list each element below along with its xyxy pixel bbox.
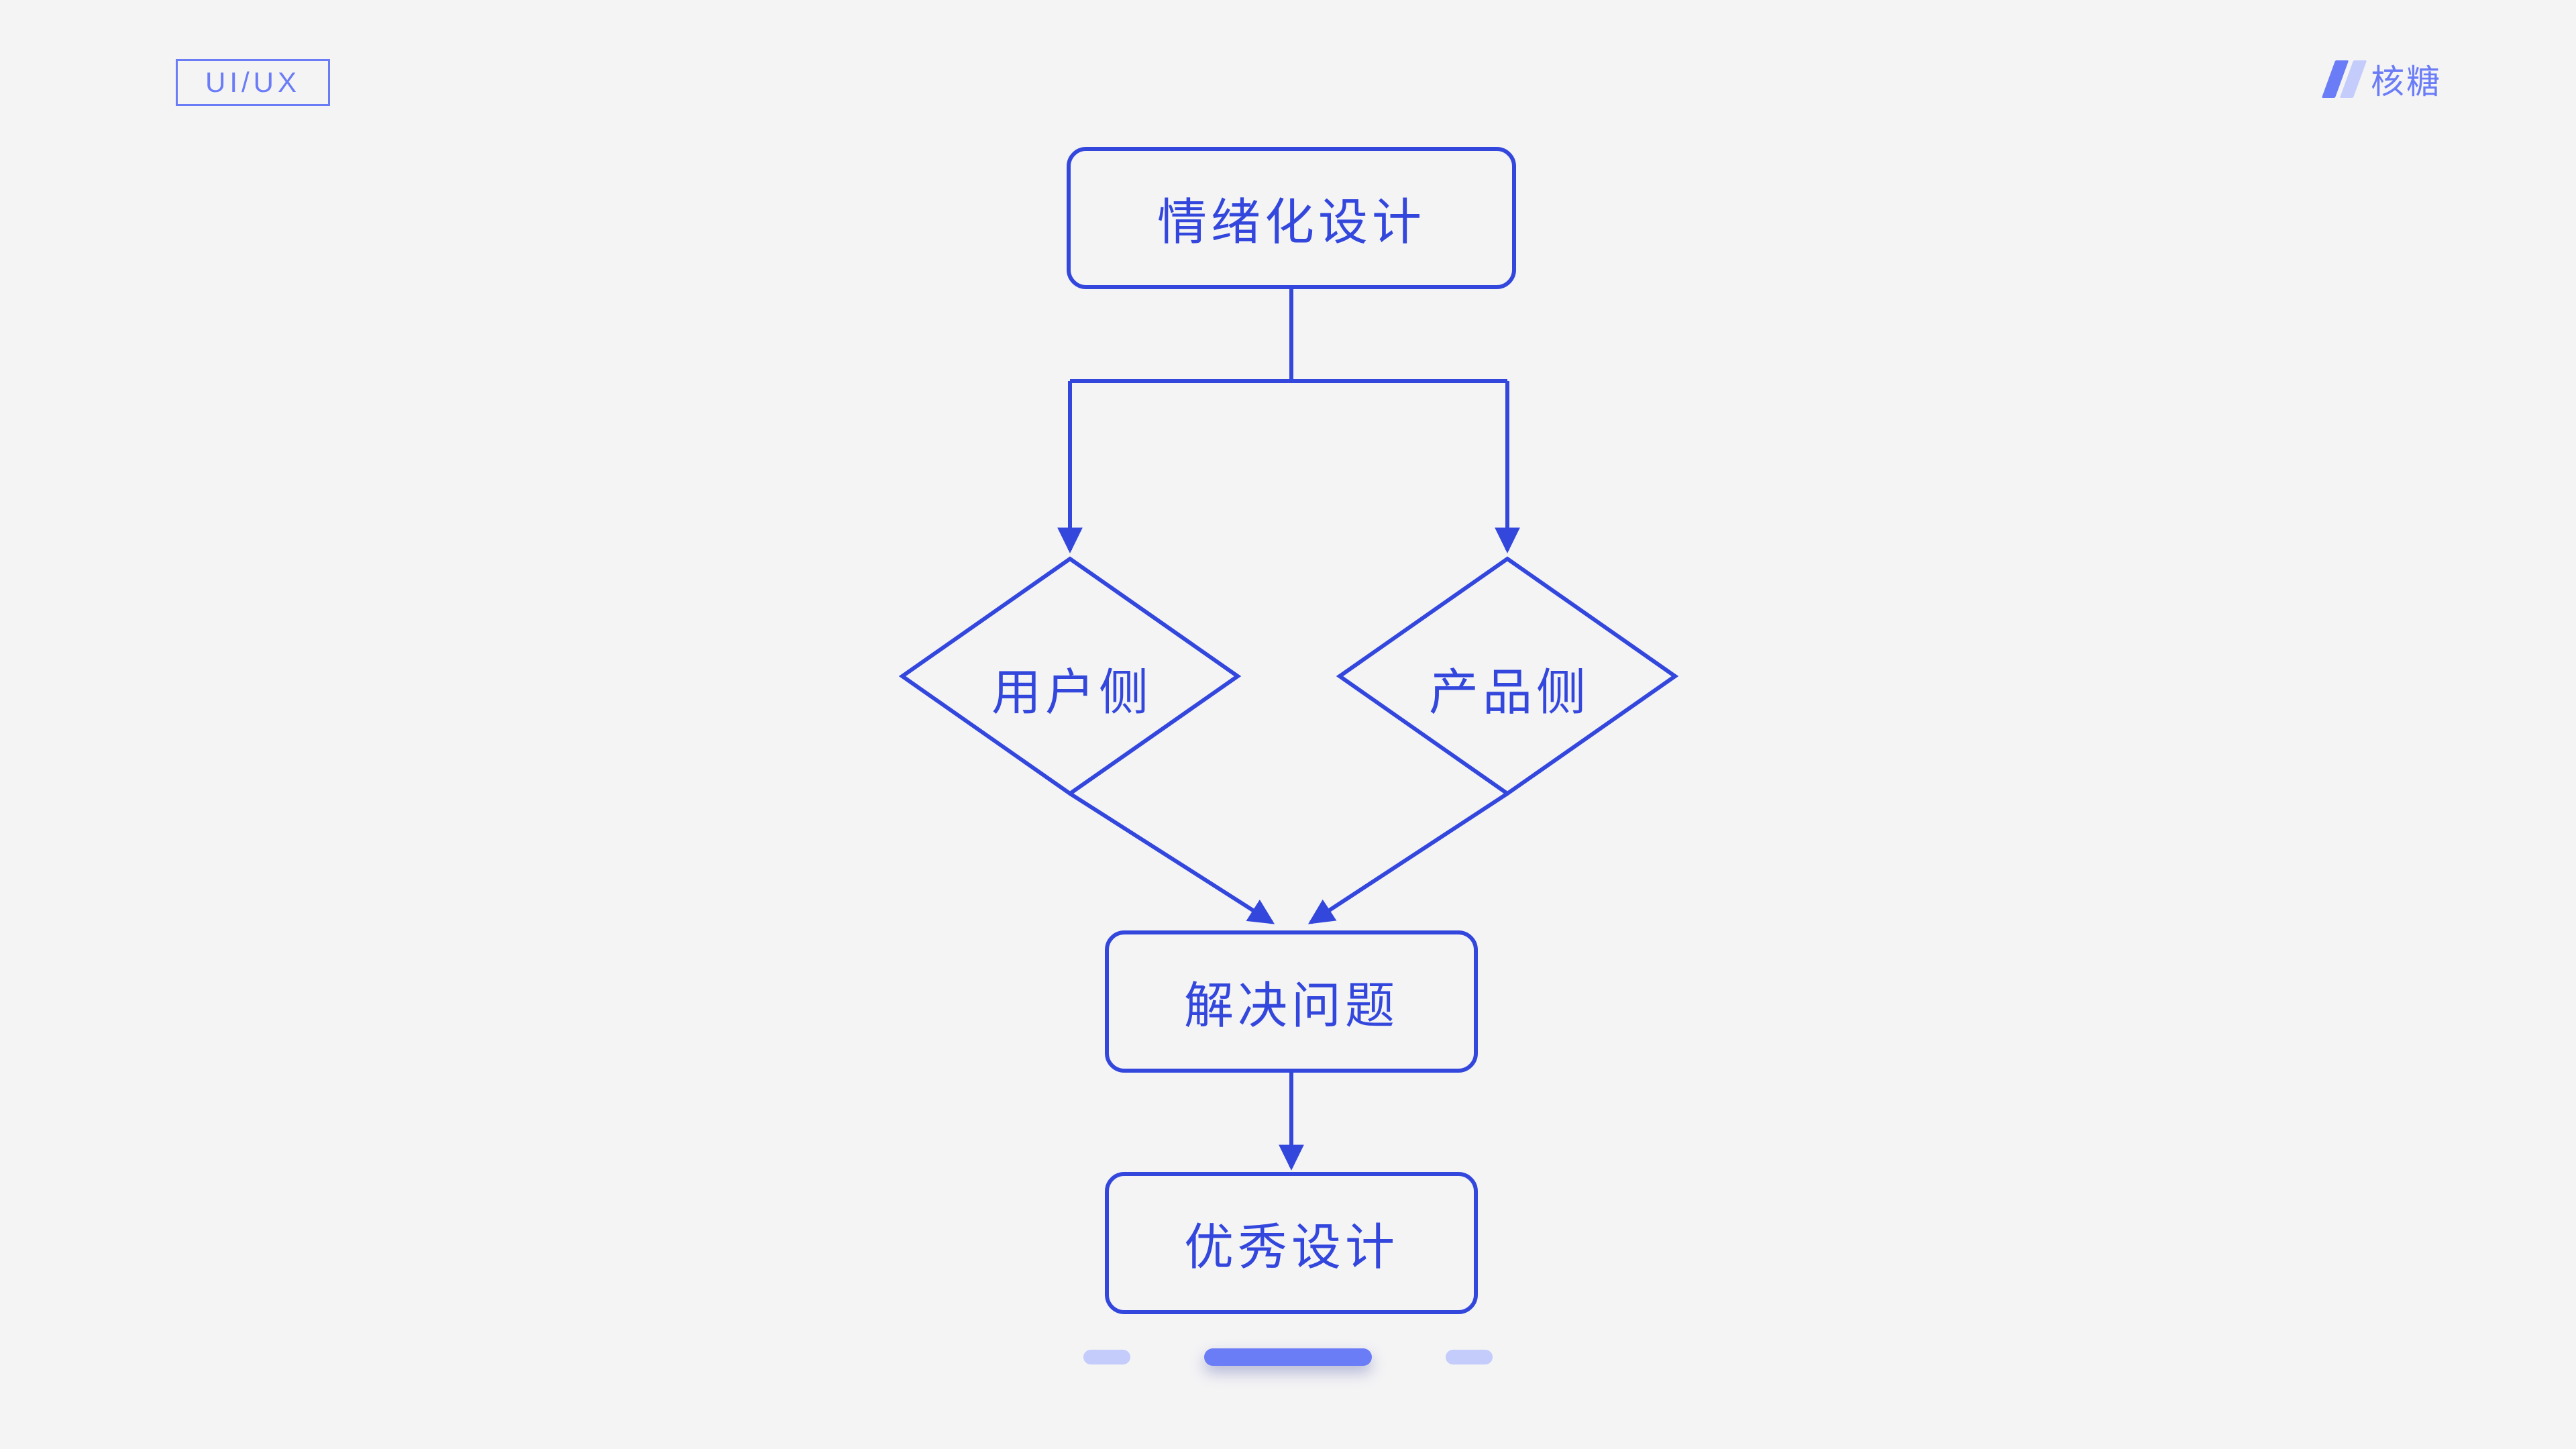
pagination-dot-3[interactable] xyxy=(1446,1350,1493,1364)
pagination-dot-1[interactable] xyxy=(1083,1350,1130,1364)
uiux-badge-label: UI/UX xyxy=(205,66,301,98)
node-shape-product-side xyxy=(1336,556,1679,796)
pagination-dot-2[interactable] xyxy=(1204,1348,1372,1366)
brand-logo: 核糖 xyxy=(2321,55,2442,103)
brand-name: 核糖 xyxy=(2371,63,2442,101)
edge-user-to-solve xyxy=(1069,792,1275,924)
edge-product-to-solve xyxy=(1307,792,1509,924)
node-shape-excellent-design xyxy=(1105,1172,1478,1314)
uiux-badge: UI/UX xyxy=(176,59,330,106)
node-shape-user-side xyxy=(898,556,1242,796)
pagination-indicator[interactable] xyxy=(0,1348,2576,1366)
node-shape-solve-problem xyxy=(1105,930,1478,1073)
node-shape-emotional-design xyxy=(1067,147,1516,289)
